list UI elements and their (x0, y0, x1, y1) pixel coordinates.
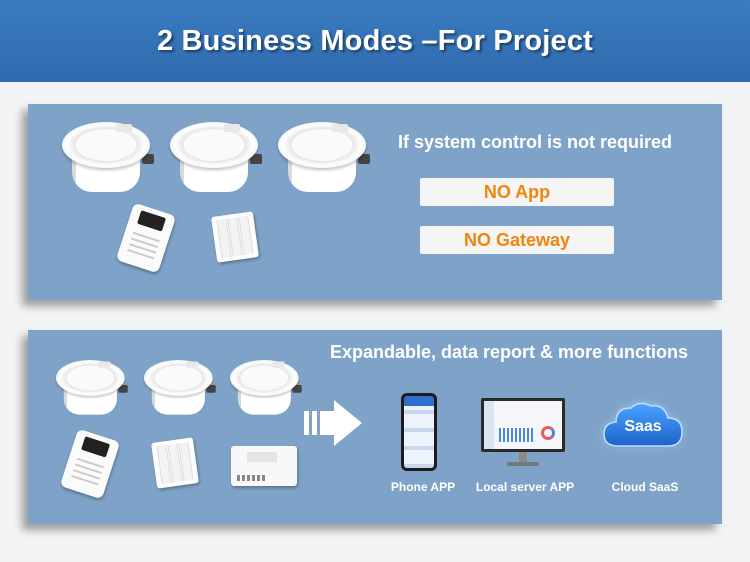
option-no-app: NO App (420, 178, 614, 206)
downlight-icon (170, 122, 262, 194)
page-title: 2 Business Modes –For Project (156, 24, 594, 57)
downlight-icon (62, 122, 154, 194)
downlight-icon (230, 360, 302, 416)
downlight-icon (56, 360, 128, 416)
panel-title: If system control is not required (398, 132, 673, 152)
label-local-server-app: Local server APP (475, 480, 575, 494)
smartphone-icon (401, 393, 437, 471)
panel-title: Expandable, data report & more functions (330, 342, 689, 362)
mode-panel-expandable: Expandable, data report & more functions (28, 330, 722, 524)
cloud-icon: Saas (598, 396, 688, 454)
downlight-icon (144, 360, 216, 416)
label-cloud-saas: Cloud SaaS (611, 480, 679, 494)
gateway-box-icon (231, 446, 297, 486)
wall-switch-icon (211, 211, 259, 263)
downlight-icon (278, 122, 370, 194)
cloud-label: Saas (624, 418, 662, 435)
label-phone-app: Phone APP (390, 480, 456, 494)
arrow-right-icon (304, 400, 362, 446)
mode-panel-no-system: If system control is not required NO App… (28, 104, 722, 300)
option-no-gateway: NO Gateway (420, 226, 614, 254)
remote-control-icon (115, 202, 177, 274)
header-banner: 2 Business Modes –For Project (0, 0, 750, 82)
wall-switch-icon (151, 437, 199, 489)
monitor-icon (481, 398, 565, 468)
remote-control-icon (59, 428, 121, 500)
